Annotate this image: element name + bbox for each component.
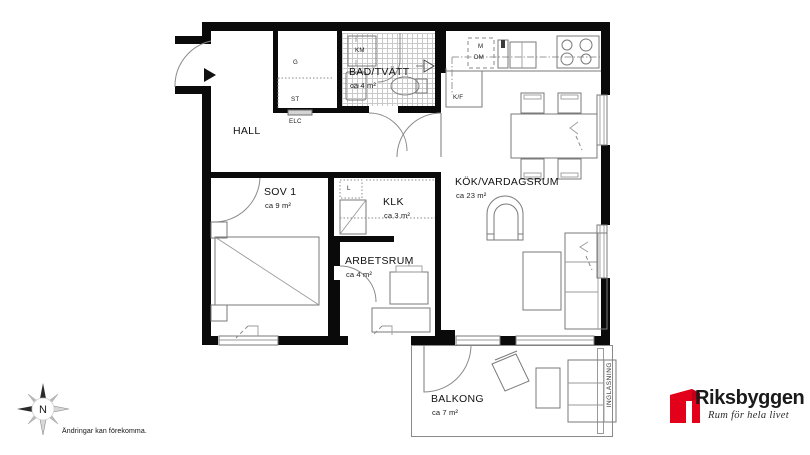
wall-hall-niche-top — [175, 36, 211, 44]
room-area-balkong: ca 7 m² — [432, 408, 459, 417]
fixture-label-elc: ELC — [289, 118, 302, 125]
wall-arbetsrum-door-jamb — [334, 280, 340, 340]
room-label-kok: KÖK/VARDAGSRUM — [455, 176, 559, 188]
wall-arbetsrum-left-stub — [334, 236, 340, 266]
wall-exterior-right-a — [601, 22, 610, 95]
balcony-outline — [411, 345, 613, 437]
wall-hall-closet-right — [273, 31, 278, 113]
room-label-hall: HALL — [233, 125, 261, 137]
disclaimer-text: Ändringar kan förekomma. — [62, 428, 147, 435]
wall-kf-ledge — [441, 68, 446, 73]
wall-sov1-right — [328, 172, 334, 340]
room-area-bad: ca 4 m² — [350, 81, 377, 90]
wall-exterior-left-lower — [202, 94, 211, 344]
room-area-arbetsrum: ca 4 m² — [346, 270, 373, 279]
wall-exterior-top — [202, 22, 610, 31]
logo-tagline: Rum för hela livet — [708, 410, 789, 421]
room-label-arbetsrum: ARBETSRUM — [345, 255, 414, 267]
fixture-label-dm: DM — [474, 54, 485, 61]
wall-exterior-left-upper — [202, 22, 211, 44]
room-area-klk: ca 3 m² — [384, 211, 411, 220]
entrance-arrow-icon — [204, 68, 216, 82]
logo-wordmark: Riksbyggen — [695, 387, 805, 409]
wall-klk-bottom — [334, 236, 394, 242]
wall-exterior-bottom-b — [278, 336, 348, 345]
wall-exterior-bottom-e — [500, 336, 516, 345]
wall-bath-bottom — [337, 106, 369, 113]
room-label-sov1: SOV 1 — [264, 186, 297, 198]
room-area-kok: ca 23 m² — [456, 191, 487, 200]
wall-exterior-bottom-d — [411, 336, 455, 345]
room-area-sov1: ca 9 m² — [265, 201, 292, 210]
fixture-label-g: G — [293, 59, 299, 66]
wall-bath-bottom-2 — [398, 106, 440, 113]
riksbyggen-logo: Riksbyggen Rum för hela livet — [668, 385, 805, 431]
wall-bath-right — [435, 31, 441, 113]
balcony-glazing-panel — [597, 348, 604, 434]
room-label-klk: KLK — [383, 196, 404, 208]
fixture-label-kf: K/F — [453, 94, 464, 101]
wall-klk-right — [435, 172, 441, 344]
wall-hall-niche-left — [175, 36, 183, 41]
wall-sov1-top — [211, 172, 333, 178]
balcony-glazing-label: INGLASNING — [606, 362, 613, 408]
fixture-label-st: ST — [291, 96, 300, 103]
fixture-label-m: M — [478, 43, 484, 50]
fixture-label-l: L — [347, 185, 351, 192]
wall-klk-top — [334, 172, 440, 178]
wall-kitchen-left — [441, 31, 446, 71]
fixture-label-km: KM — [355, 47, 365, 54]
wall-exterior-bottom-a — [202, 336, 218, 345]
wall-exterior-right-b — [601, 145, 610, 225]
wall-hall-niche-bottom — [175, 86, 211, 94]
room-label-bad: BAD/TVÄTT — [349, 66, 410, 78]
room-label-balkong: BALKONG — [431, 393, 484, 405]
wall-living-bottom-left — [441, 330, 455, 344]
compass-rose: N — [12, 378, 74, 445]
wall-exterior-right-c — [601, 278, 610, 345]
wall-closet-bath-divider — [337, 31, 342, 113]
svg-text:N: N — [39, 404, 47, 416]
